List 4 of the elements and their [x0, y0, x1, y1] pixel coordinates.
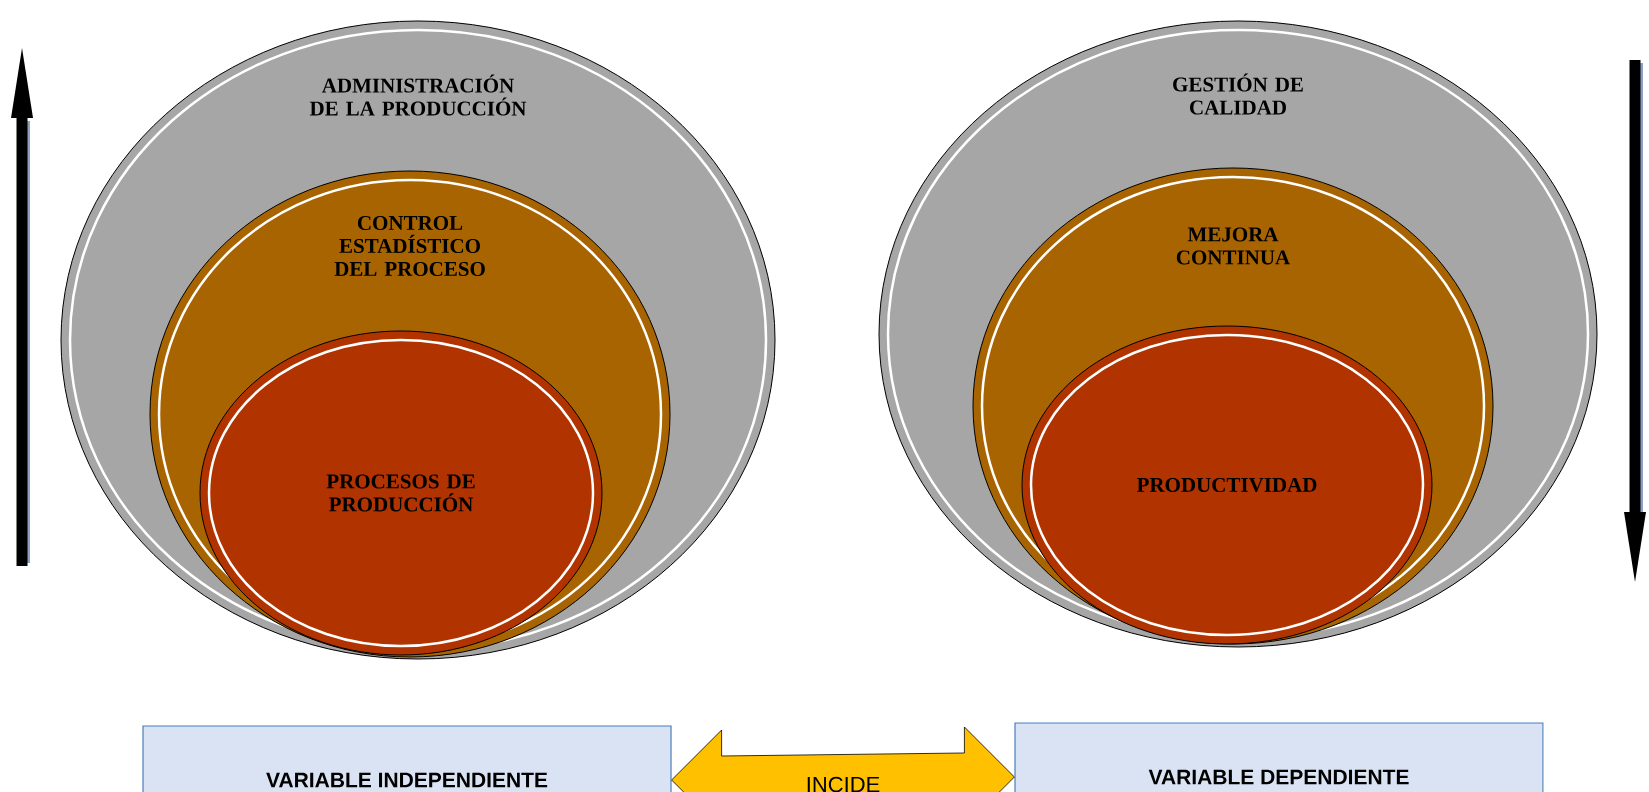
double-arrow: [671, 726, 1015, 792]
variable-box: VARIABLE INDEPENDIENTE: [142, 725, 672, 792]
variable-box: VARIABLE DEPENDIENTE: [1014, 722, 1544, 792]
edge-label: INCIDE: [807, 776, 880, 792]
